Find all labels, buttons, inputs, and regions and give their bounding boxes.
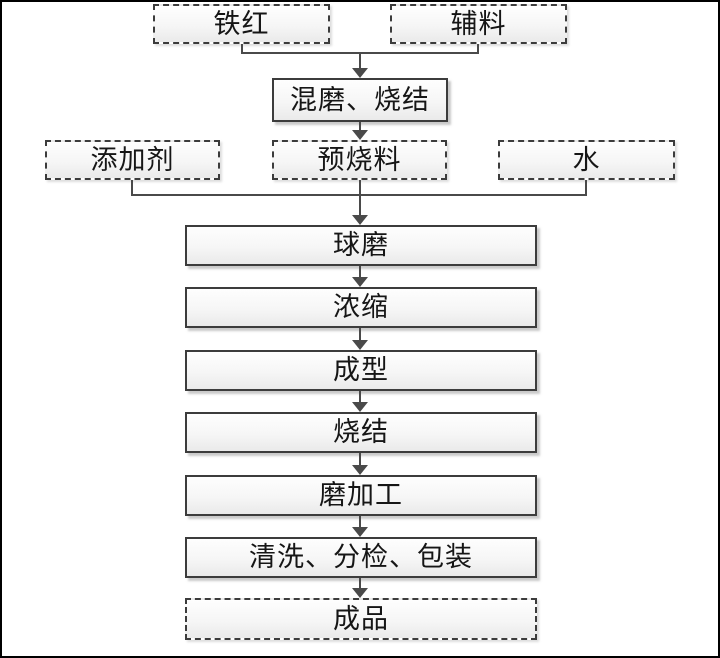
arrowhead-to-forming <box>352 340 368 350</box>
arrowhead-to-sintering <box>352 402 368 412</box>
connector-additive-stub <box>131 180 133 196</box>
node-cleaning-sorting-packaging-label: 清洗、分检、包装 <box>249 542 473 573</box>
arrowhead-to-cleaning <box>352 527 368 537</box>
node-finished-product-label: 成品 <box>333 603 389 635</box>
node-mix-grind-sinter-label: 混磨、烧结 <box>290 84 430 116</box>
node-concentration: 浓缩 <box>185 287 537 328</box>
connector-iron-red-stub <box>241 44 243 54</box>
arrowhead-to-finished-product <box>352 588 368 598</box>
arrowhead-to-grinding <box>352 465 368 475</box>
node-presintered-material-label: 预烧料 <box>317 144 402 176</box>
node-presintered-material: 预烧料 <box>272 140 447 180</box>
connector-to-sintering <box>359 391 361 402</box>
node-additive-label: 添加剂 <box>90 144 175 176</box>
node-ball-milling-label: 球磨 <box>333 230 389 261</box>
node-forming: 成型 <box>185 350 537 391</box>
connector-to-cleaning <box>359 516 361 527</box>
connector-to-mix-grind-sinter <box>359 52 361 68</box>
node-iron-red: 铁红 <box>153 4 330 44</box>
node-auxiliary-material-label: 辅料 <box>450 8 507 40</box>
connector-water-stub <box>585 180 587 196</box>
connector-to-grinding <box>359 453 361 465</box>
arrowhead-to-ball-milling <box>352 215 368 225</box>
connector-to-concentration <box>359 266 361 277</box>
node-ball-milling: 球磨 <box>185 225 537 266</box>
arrowhead-to-concentration <box>352 277 368 287</box>
arrowhead-to-presintered <box>352 130 368 140</box>
connector-to-forming <box>359 328 361 340</box>
node-forming-label: 成型 <box>333 355 389 386</box>
node-mix-grind-sinter: 混磨、烧结 <box>272 78 448 122</box>
connector-auxiliary-stub <box>477 44 479 54</box>
node-finished-product: 成品 <box>185 598 537 640</box>
arrowhead-to-mix-grind-sinter <box>352 68 368 78</box>
connector-to-presintered <box>359 122 361 130</box>
connector-to-finished-product <box>359 578 361 588</box>
node-sintering-label: 烧结 <box>333 417 389 448</box>
node-grinding: 磨加工 <box>185 475 537 516</box>
node-sintering: 烧结 <box>185 412 537 453</box>
node-water: 水 <box>498 140 675 180</box>
node-concentration-label: 浓缩 <box>333 292 389 323</box>
connector-to-ball-milling <box>359 196 361 215</box>
node-cleaning-sorting-packaging: 清洗、分检、包装 <box>185 537 537 578</box>
node-auxiliary-material: 辅料 <box>390 4 567 44</box>
connector-presintered-stub <box>359 180 361 196</box>
connector-merge-line-middle <box>131 194 587 196</box>
node-grinding-label: 磨加工 <box>319 480 403 511</box>
node-iron-red-label: 铁红 <box>213 8 270 40</box>
node-additive: 添加剂 <box>45 140 220 180</box>
node-water-label: 水 <box>572 144 601 176</box>
